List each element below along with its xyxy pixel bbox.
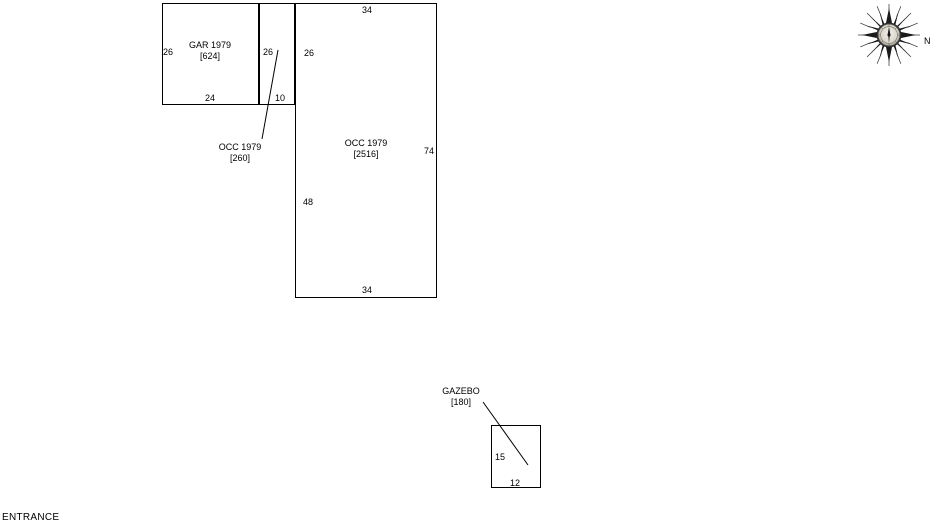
compass-rose-icon	[856, 2, 922, 68]
occ-small-leader-line	[261, 49, 279, 140]
occ-small-outline	[259, 3, 295, 105]
dimension-occ-small-left: 26	[263, 47, 274, 57]
dimension-occ-main-top: 34	[361, 5, 373, 15]
dimension-occ-small-bottom: 10	[275, 93, 286, 103]
garage-area-label: [624]	[199, 51, 221, 61]
gazebo-outline	[491, 425, 541, 488]
occ-main-outline	[295, 3, 437, 298]
dimension-gar-left: 26	[163, 47, 174, 57]
dimension-gazebo-left: 15	[495, 452, 506, 462]
occ-main-area-label: [2516]	[353, 149, 379, 159]
compass-north-label: N	[924, 36, 931, 46]
garage-outline	[162, 3, 259, 105]
dimension-occ-main-left-upper: 26	[304, 48, 315, 58]
occ-small-area-label: [260]	[229, 153, 251, 163]
gazebo-area-label: [180]	[450, 397, 472, 407]
occ-small-code-label: OCC 1979	[218, 142, 262, 152]
dimension-occ-main-left-lower: 48	[303, 197, 314, 207]
dimension-occ-main-bottom: 34	[361, 285, 373, 295]
garage-code-label: GAR 1979	[188, 40, 232, 50]
dimension-gazebo-bottom: 12	[510, 478, 521, 488]
dimension-occ-main-right: 74	[424, 146, 435, 156]
gazebo-code-label: GAZEBO	[442, 386, 480, 396]
gazebo-leader-line	[482, 401, 529, 466]
entrance-label: ENTRANCE	[2, 512, 60, 523]
dimension-gar-bottom: 24	[204, 93, 216, 103]
occ-main-code-label: OCC 1979	[344, 138, 388, 148]
